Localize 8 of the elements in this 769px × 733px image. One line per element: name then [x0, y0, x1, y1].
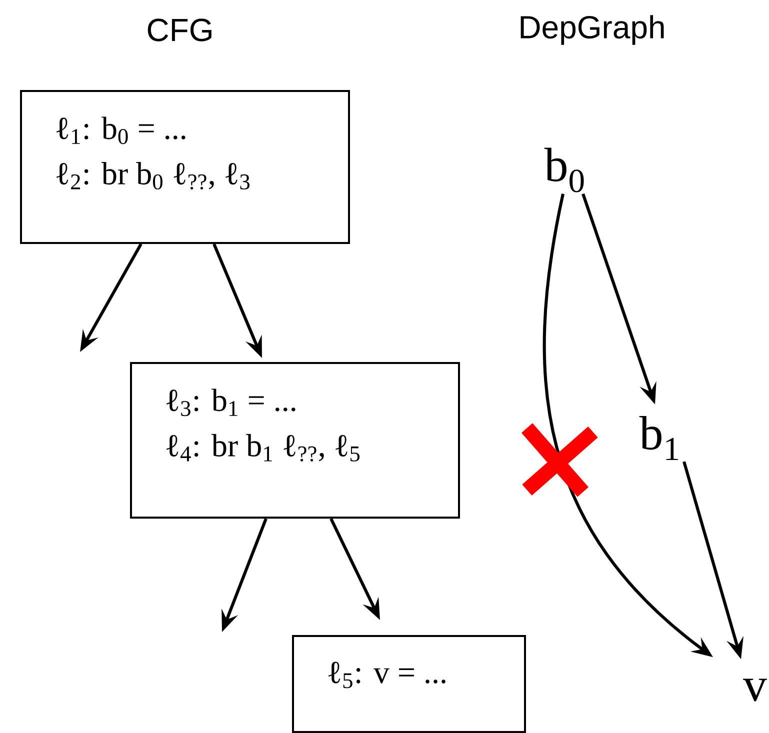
code-box: ℓ$_{3}$: b$_{1}$ = ... ℓ$_{4}$: br b$_{1}$ ℓ$_{??}$, ℓ$_{5}$ — [130, 362, 460, 519]
code-box: ℓ$_{5}$: v = ... — [292, 635, 526, 733]
variable-label: b$_{1}$ — [639, 416, 678, 460]
code-box: ℓ$_{1}$: b$_{0}$ = ... ℓ$_{2}$: br b$_{0}$ ℓ$_{??}$, ℓ$_{3}$ — [20, 90, 350, 244]
heading: CFG — [148, 18, 212, 42]
variable-label: v — [743, 678, 767, 702]
variable-label: b$_{0}$ — [544, 148, 584, 192]
heading: DepGraph — [520, 15, 664, 45]
